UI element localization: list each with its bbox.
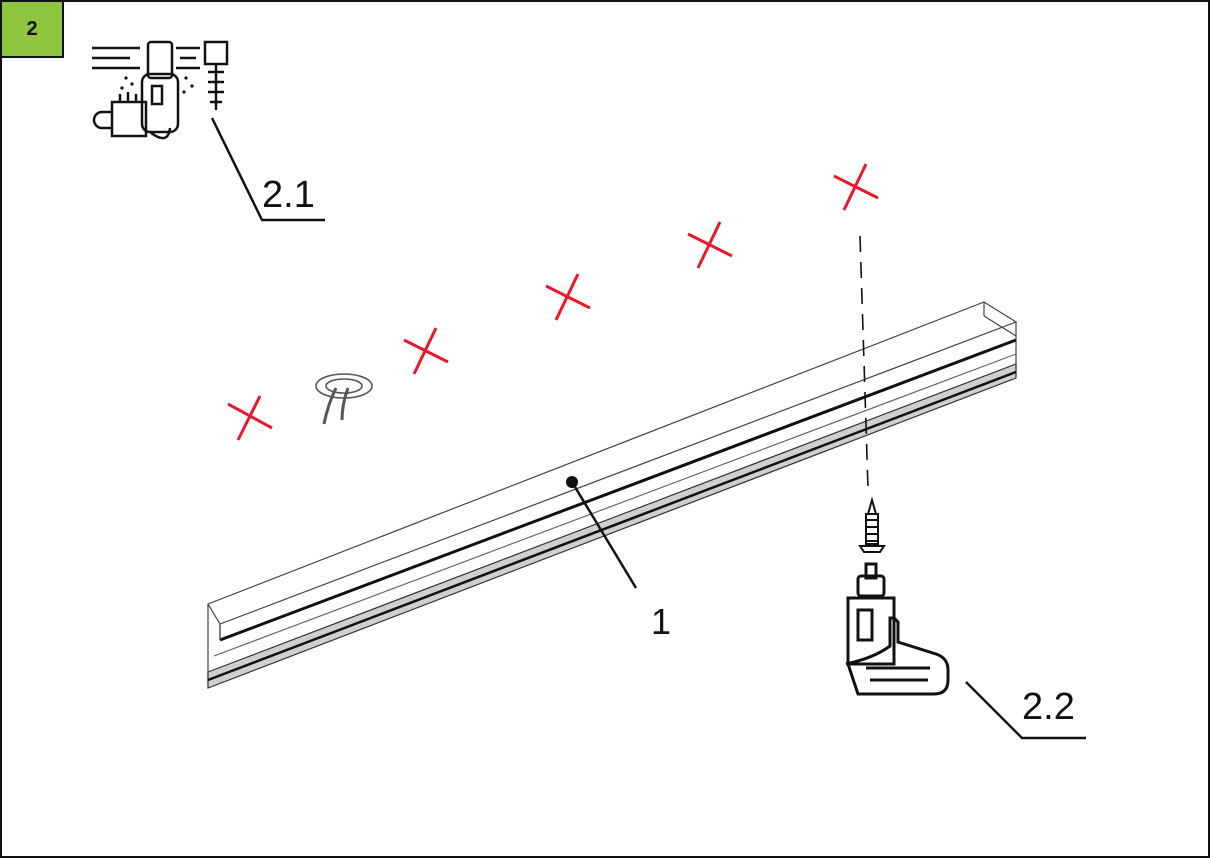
label-drill-anchor: 2.1 [262,174,315,216]
drill-with-wall-plug-icon [92,40,229,140]
label-screw-drill: 2.2 [1022,686,1075,728]
leader-line-1 [570,481,638,589]
drill-mark-1 [227,395,273,441]
dust-spray-marks [120,76,194,94]
step-number-badge: 2 [2,2,64,58]
drill-mark-2 [403,327,449,375]
screw-icon [858,496,886,553]
power-drill-icon [845,562,950,696]
mounting-axis [859,235,869,489]
leader-line-2-2 [965,681,1086,740]
drill-mark-5 [833,163,879,211]
ceiling-cable-outlet-icon [315,373,373,425]
led-profile [207,301,1018,689]
leader-line-2-1 [210,117,325,222]
drill-mark-4 [687,221,733,269]
drill-mark-3 [545,273,591,321]
drill-marks [227,163,879,441]
label-profile: 1 [651,601,672,642]
